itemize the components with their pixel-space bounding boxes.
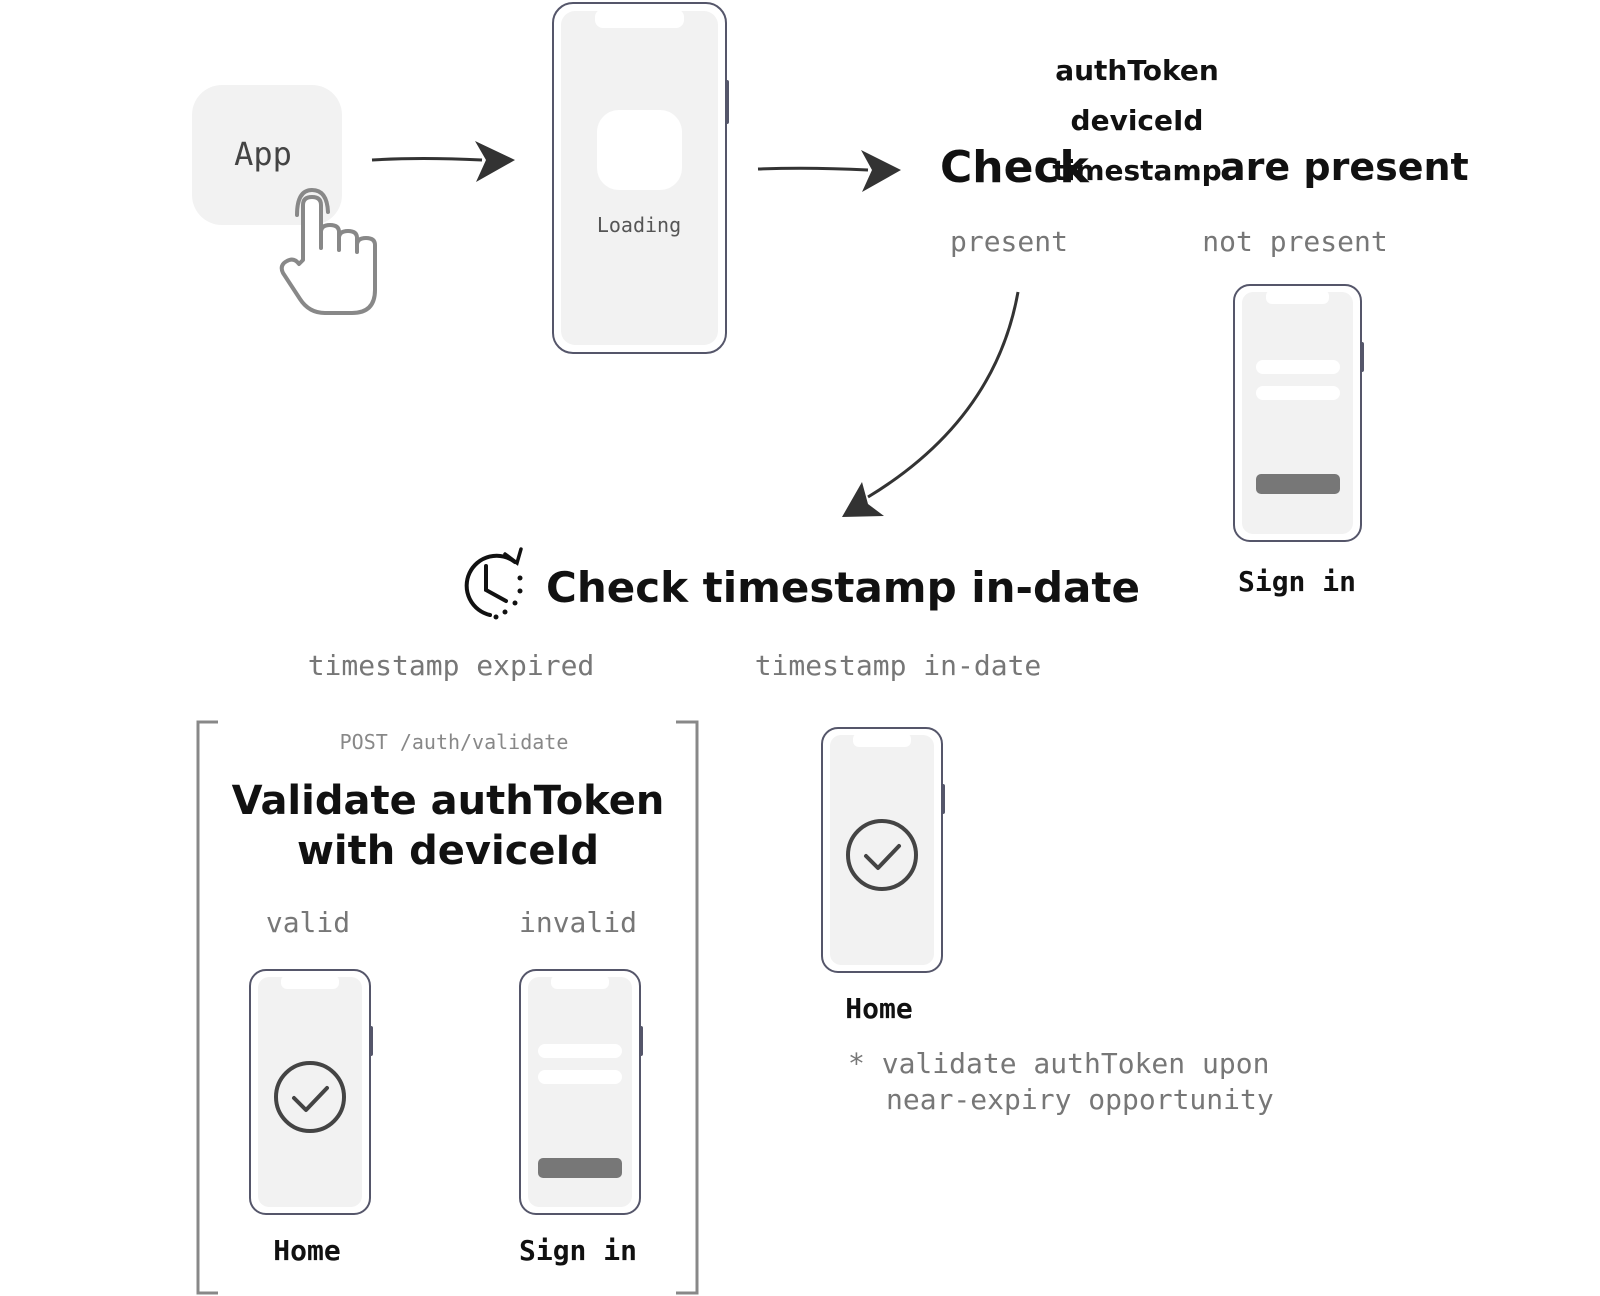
item-auth-token: authToken [1055, 54, 1219, 87]
are-present-suffix: are present [1220, 145, 1469, 189]
arrow-app-to-loading [371, 141, 515, 182]
arrow-loading-to-check [757, 150, 901, 192]
sign-in-phone-invalid [519, 969, 643, 1215]
branch-timestamp-expired: timestamp expired [308, 649, 595, 682]
arrow-present-to-timestamp [842, 291, 1020, 517]
item-timestamp: timestamp [1052, 154, 1221, 187]
input-placeholder [1256, 360, 1340, 374]
branch-timestamp-in-date: timestamp in-date [755, 649, 1042, 682]
check-circle-icon [274, 1061, 346, 1133]
validate-title-line1: Validate authToken [232, 778, 665, 824]
loading-label: Loading [597, 213, 681, 237]
branch-not-present: not present [1202, 225, 1387, 258]
loading-phone: Loading [552, 2, 729, 354]
app-label: App [234, 135, 292, 173]
check-timestamp-title: Check timestamp in-date [546, 563, 1140, 612]
input-placeholder [538, 1070, 622, 1084]
check-circle-icon [846, 819, 918, 891]
validate-bracket [196, 720, 699, 1295]
sign-in-phone-top [1233, 284, 1364, 542]
tap-hand-icon [279, 188, 377, 315]
check-word: Check [940, 142, 1091, 193]
note-line1: * validate authToken upon [848, 1047, 1269, 1080]
branch-valid: valid [266, 906, 350, 939]
branch-present: present [950, 225, 1068, 258]
home-phone-valid [249, 969, 373, 1215]
note-line2: near-expiry opportunity [886, 1083, 1274, 1116]
clock-refresh-icon [464, 547, 523, 620]
endpoint-label: POST /auth/validate [340, 730, 569, 754]
branch-invalid: invalid [519, 906, 637, 939]
item-device-id: deviceId [1071, 104, 1204, 137]
input-placeholder [538, 1044, 622, 1058]
sign-in-label-top: Sign in [1238, 565, 1356, 598]
sign-in-label-invalid: Sign in [519, 1234, 637, 1267]
home-label-valid: Home [273, 1234, 340, 1267]
input-placeholder [1256, 386, 1340, 400]
check-present-heading: Check authToken deviceId timestamp are p… [940, 54, 1469, 193]
app-icon-placeholder [597, 110, 682, 190]
home-label-in-date: Home [845, 992, 912, 1025]
home-phone-in-date [821, 727, 945, 973]
validate-title-line2: with deviceId [297, 828, 599, 874]
sign-in-button-placeholder [1256, 474, 1340, 494]
sign-in-button-placeholder [538, 1158, 622, 1178]
